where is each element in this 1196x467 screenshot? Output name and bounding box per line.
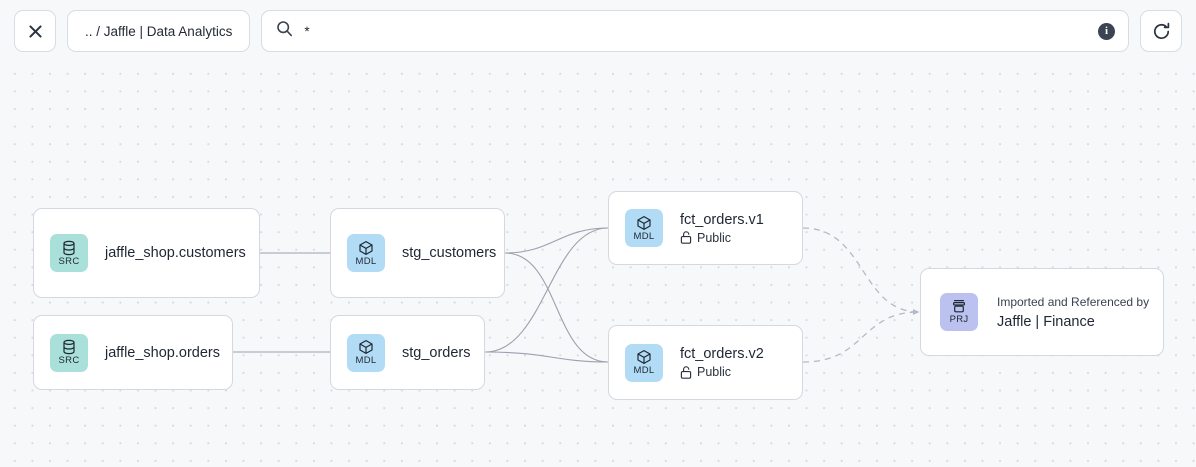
edge-stgcustomers-to-v2 [504,252,609,363]
search-input[interactable] [304,23,1087,39]
cube-icon [358,339,374,355]
badge-mdl: MDL [347,234,385,272]
badge-mdl: MDL [347,333,385,372]
badge-label: MDL [633,365,655,377]
badge-label: SRC [58,355,80,367]
node-fct-orders-v2[interactable]: MDL fct_orders.v2 Public [608,325,803,400]
close-icon [28,24,43,39]
top-toolbar: .. / Jaffle | Data Analytics i [0,0,1196,62]
edge-v2-to-project [802,309,920,363]
edge-stgorders-to-v2 [484,351,609,363]
breadcrumb[interactable]: .. / Jaffle | Data Analytics [67,10,251,52]
badge-mdl: MDL [625,209,663,247]
node-title: jaffle_shop.orders [105,344,221,361]
node-visibility: Public [680,365,764,379]
badge-label: MDL [633,230,655,242]
badge-src: SRC [50,234,88,272]
cube-icon [636,215,652,231]
badge-prj: PRJ [940,293,978,331]
badge-label: MDL [355,355,377,367]
node-visibility-label: Public [697,230,732,245]
search-field[interactable]: i [261,10,1129,52]
node-fct-orders-v1[interactable]: MDL fct_orders.v1 Public [608,191,803,265]
edge-v1-to-project [802,227,920,315]
graph-edges [233,227,920,363]
unlock-icon [680,231,692,244]
node-stg-orders[interactable]: MDL stg_orders [330,315,485,390]
node-title: stg_orders [402,344,471,361]
edge-stgcustomers-to-v1 [504,227,609,254]
refresh-button[interactable] [1140,10,1182,52]
info-icon[interactable]: i [1098,22,1115,40]
badge-src: SRC [50,333,88,372]
project-stack-icon [951,299,967,314]
badge-label: MDL [355,255,377,267]
node-body: fct_orders.v2 Public [680,346,764,379]
badge-mdl: MDL [625,343,663,382]
node-title: jaffle_shop.customers [105,245,246,261]
refresh-icon [1152,22,1171,41]
node-body: stg_orders [402,345,471,361]
badge-label: SRC [58,255,80,267]
badge-label: PRJ [949,314,969,326]
node-title: stg_customers [402,245,497,261]
cube-icon [636,349,652,365]
node-visibility: Public [680,231,764,245]
node-body: jaffle_shop.customers [105,245,246,261]
unlock-icon [680,365,692,379]
node-jaffle-finance-project[interactable]: PRJ Imported and Referenced by Jaffle | … [920,268,1164,356]
node-title: fct_orders.v2 [680,346,764,362]
node-stg-customers[interactable]: MDL stg_customers [330,208,505,298]
node-body: stg_customers [402,245,496,261]
cube-icon [358,240,374,256]
edge-stgorders-to-v1 [484,227,609,353]
node-body: fct_orders.v1 Public [680,212,764,245]
node-caption: Imported and Referenced by [997,294,1150,309]
node-visibility-label: Public [697,365,732,379]
graph-canvas[interactable]: SRC jaffle_shop.customers SRC jaffle_sh [0,62,1196,467]
close-button[interactable] [14,10,56,52]
database-icon [61,240,77,256]
search-icon [276,20,293,42]
node-title: fct_orders.v1 [680,211,764,228]
node-jaffle-shop-customers[interactable]: SRC jaffle_shop.customers [33,208,260,298]
node-body: Imported and Referenced by Jaffle | Fina… [997,295,1149,330]
node-body: jaffle_shop.orders [105,345,220,361]
node-jaffle-shop-orders[interactable]: SRC jaffle_shop.orders [33,315,233,390]
node-title: Jaffle | Finance [997,313,1095,330]
database-icon [61,339,77,355]
